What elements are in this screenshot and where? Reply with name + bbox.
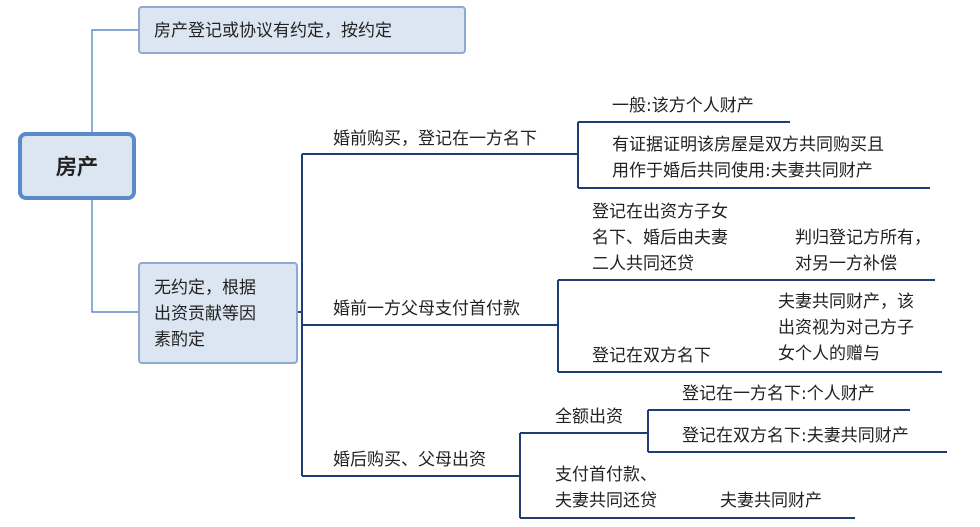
sub-partial-line1[interactable]: 支付首付款、 <box>555 465 657 485</box>
leaf-evidence-line2[interactable]: 用作于婚后共同使用:夫妻共同财产 <box>612 161 873 181</box>
leaf-both-names-result-line1[interactable]: 夫妻共同财产，该 <box>778 292 914 312</box>
leaf-child-name-line3[interactable]: 二人共同还贷 <box>592 254 694 274</box>
leaf-evidence-line1[interactable]: 有证据证明该房屋是双方共同购买且 <box>612 135 884 155</box>
node-no-agreement-line1: 无约定，根据 <box>154 278 256 298</box>
root-node-property[interactable]: 房产 <box>18 132 136 200</box>
leaf-full-one-name[interactable]: 登记在一方名下:个人财产 <box>682 384 875 404</box>
node-agreement-label: 房产登记或协议有约定，按约定 <box>154 21 392 41</box>
leaf-full-both-names[interactable]: 登记在双方名下:夫妻共同财产 <box>682 426 909 446</box>
leaf-both-names-result-line3[interactable]: 女个人的赠与 <box>778 344 880 364</box>
node-no-agreement[interactable]: 无约定，根据 出资贡献等因 素酌定 <box>138 262 298 364</box>
leaf-partial-result[interactable]: 夫妻共同财产 <box>720 491 822 511</box>
branch-parent-down-payment[interactable]: 婚前一方父母支付首付款 <box>333 299 520 319</box>
leaf-child-name-line1[interactable]: 登记在出资方子女 <box>592 202 728 222</box>
node-no-agreement-line2: 出资贡献等因 <box>154 304 256 324</box>
leaf-general-personal-property[interactable]: 一般:该方个人财产 <box>612 96 754 116</box>
node-agreement[interactable]: 房产登记或协议有约定，按约定 <box>138 6 466 54</box>
leaf-child-name-line2[interactable]: 名下、婚后由夫妻 <box>592 228 728 248</box>
sub-partial-line2[interactable]: 夫妻共同还贷 <box>555 491 657 511</box>
node-no-agreement-line3: 素酌定 <box>154 330 205 350</box>
sub-full-payment[interactable]: 全额出资 <box>555 407 623 427</box>
leaf-both-names[interactable]: 登记在双方名下 <box>592 346 711 366</box>
leaf-both-names-result-line2[interactable]: 出资视为对己方子 <box>778 318 914 338</box>
leaf-child-name-result-line2[interactable]: 对另一方补偿 <box>795 254 897 274</box>
branch-postmarital-purchase[interactable]: 婚后购买、父母出资 <box>333 450 486 470</box>
leaf-child-name-result-line1[interactable]: 判归登记方所有， <box>795 228 931 248</box>
branch-premarital-purchase[interactable]: 婚前购买，登记在一方名下 <box>333 129 537 149</box>
